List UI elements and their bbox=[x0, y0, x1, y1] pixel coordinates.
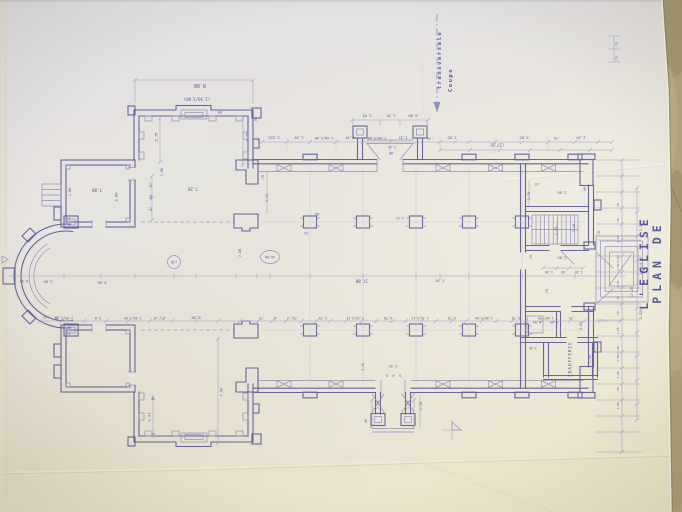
scene: 8.98(1.50/3.00).502.051.350.901.41.862.5… bbox=[0, 0, 682, 512]
photo-of-floor-plan: 8.98(1.50/3.00).502.051.350.901.41.862.5… bbox=[0, 0, 682, 512]
photo-vignette bbox=[0, 0, 682, 512]
